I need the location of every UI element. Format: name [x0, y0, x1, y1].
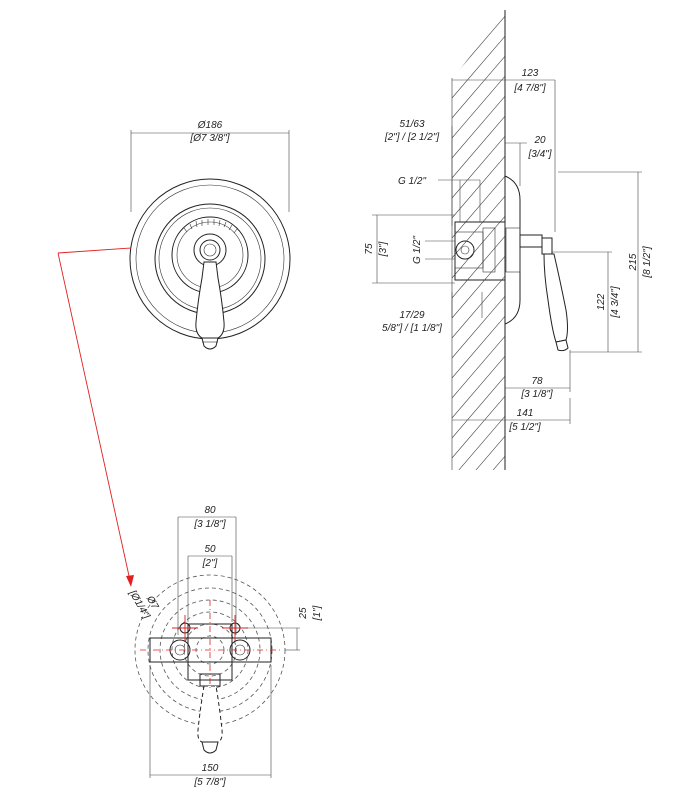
body-height-label: 75 — [364, 243, 375, 255]
body-view-lever-tip — [201, 741, 219, 754]
trim-plate-profile — [504, 175, 521, 325]
offset-label: 25 — [298, 607, 309, 620]
plate-label-inch: [3/4"] — [527, 149, 551, 160]
front-view: Ø186 [Ø7 3/8"] — [129, 120, 291, 350]
offset-label-inch: [1"] — [312, 605, 323, 621]
handle-hub — [199, 239, 221, 261]
plate-label: 20 — [533, 135, 546, 146]
thread-side-label: G 1/2" — [412, 236, 423, 264]
embed-label-inch: [2"] / [2 1/2"] — [384, 132, 440, 143]
embed-label: 51/63 — [399, 119, 424, 130]
side-lever-handle — [543, 253, 568, 343]
valve-body — [454, 221, 506, 281]
adjust-label: 17/29 — [399, 310, 424, 321]
front-diameter-label: Ø186 — [197, 120, 223, 131]
body-view-lever — [197, 685, 223, 743]
total-depth-label-inch: [5 1/2"] — [508, 422, 541, 433]
lever-tip — [201, 337, 219, 350]
body-width-label-inch: [3 1/8"] — [193, 519, 226, 530]
handle-stem — [519, 234, 543, 248]
overall-label-inch: [5 7/8"] — [193, 777, 226, 788]
arrow-head — [126, 575, 134, 587]
spacing-label-inch: [2"] — [202, 558, 218, 569]
spacing-label: 50 — [204, 544, 216, 555]
handle-hub-core — [203, 243, 217, 257]
valve-port — [455, 240, 475, 260]
lever-handle — [195, 261, 225, 339]
height-label-inch: [8 1/2"] — [642, 246, 653, 279]
total-depth-label: 141 — [517, 408, 534, 419]
body-width-label: 80 — [204, 505, 216, 516]
front-diameter-label-inch: [Ø7 3/8"] — [189, 133, 229, 144]
wall-hatch — [452, 10, 505, 470]
dial-ticks — [183, 219, 238, 234]
handle-height-label: 122 — [596, 293, 607, 310]
reference-arrow — [57, 247, 134, 587]
adjust-label-inch: 5/8"] / [1 1/8"] — [382, 323, 442, 334]
thread-top-label: G 1/2" — [398, 176, 426, 187]
handle-height-label-inch: [4 3/4"] — [610, 286, 621, 319]
overall-label: 150 — [202, 763, 219, 774]
body-view: 80 [3 1/8"] 50 [2"] 25 [1"] Ø7 [Ø1/4"] 1… — [126, 505, 323, 788]
handle-depth-label-inch: [3 1/8"] — [520, 389, 553, 400]
side-view: 123 [4 7/8"] 51/63 [2"] / [2 1/2"] 20 [3… — [364, 10, 653, 470]
height-label: 215 — [628, 253, 639, 271]
side-depth-label: 123 — [522, 68, 539, 79]
handle-base — [193, 233, 227, 267]
body-height-label-inch: [3"] — [378, 241, 389, 257]
handle-depth-label: 78 — [531, 376, 543, 387]
side-depth-label-inch: [4 7/8"] — [513, 83, 546, 94]
